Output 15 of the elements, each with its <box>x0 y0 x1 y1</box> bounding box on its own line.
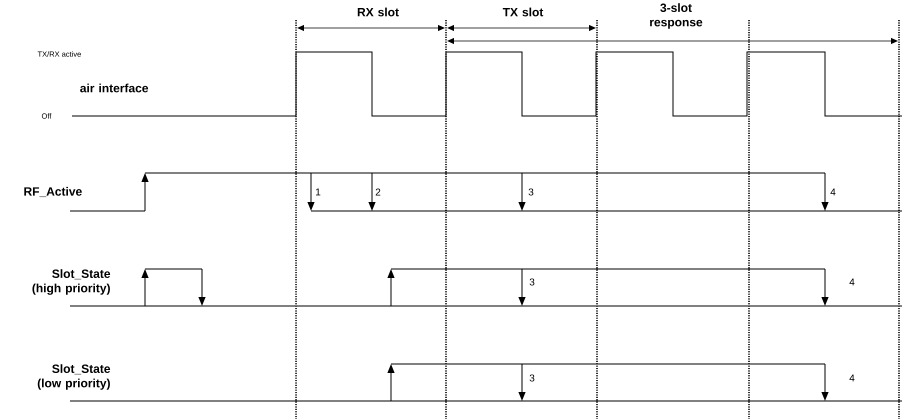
event-number: 3 <box>528 188 534 196</box>
event-number: 1 <box>316 188 320 196</box>
signal-name: Slot_State (high priority) <box>32 269 110 295</box>
event-number: 2 <box>376 188 380 196</box>
event-number: 3 <box>530 374 534 382</box>
slot-label: TX slot <box>502 8 544 16</box>
event-number: 4 <box>849 278 854 286</box>
event-number: 4 <box>849 374 854 382</box>
signal-name: air interface <box>80 84 148 92</box>
event-number: 3 <box>530 278 534 286</box>
signal-name: Slot_State (low priority) <box>38 364 110 390</box>
slot-label: RX slot <box>358 8 399 16</box>
signal-name: RF_Active <box>24 186 82 198</box>
event-number: 4 <box>830 188 836 196</box>
slot-label: 3-slot response <box>650 3 702 29</box>
